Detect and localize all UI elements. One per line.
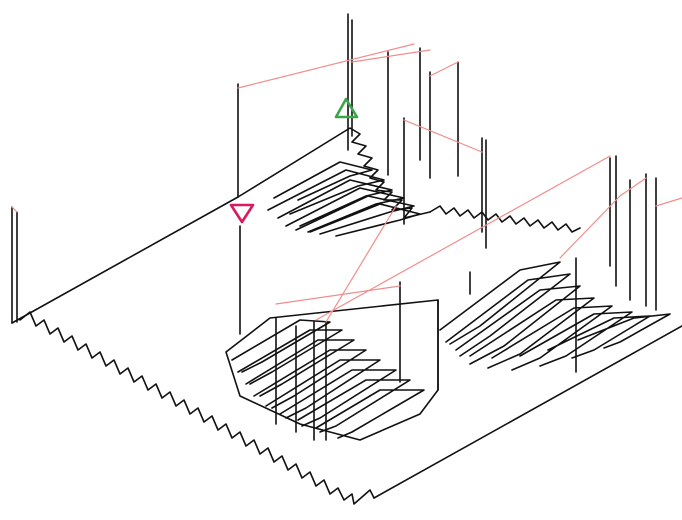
upper-pocket-contour — [237, 127, 431, 219]
lower-pocket-hatch — [231, 319, 425, 439]
perimeter-path — [11, 196, 682, 505]
travel-line-8 — [559, 195, 621, 259]
lower-pocket-outline — [225, 299, 439, 441]
travel-moves — [11, 43, 682, 323]
channel-slots — [429, 205, 581, 233]
perimeter-front-left-edge — [19, 311, 375, 505]
perimeter-left-plunge — [11, 206, 18, 324]
triangle-up-icon[interactable] — [334, 97, 359, 119]
triangle-down-icon[interactable] — [229, 203, 255, 224]
travel-line-3 — [429, 61, 459, 77]
travel-line-9 — [619, 177, 647, 197]
lower-pocket — [225, 155, 671, 441]
perimeter-back-edge — [11, 196, 239, 324]
travel-line-7 — [275, 285, 401, 305]
upper-pocket — [237, 13, 487, 249]
travel-line-6 — [315, 155, 611, 321]
lower-pocket-plunges — [239, 155, 657, 441]
travel-line-10 — [655, 197, 682, 207]
travel-line-5 — [325, 205, 397, 323]
lower-pocket-right-hatch — [439, 261, 671, 371]
upper-pocket-plunges — [237, 13, 487, 249]
travel-line-11 — [11, 206, 18, 213]
channel-path — [429, 205, 581, 233]
travel-line-2 — [351, 49, 431, 63]
upper-pocket-hatch — [267, 161, 421, 237]
perimeter-front-right-edge — [373, 325, 682, 499]
travel-line-1 — [237, 43, 415, 89]
travel-line-4 — [403, 119, 483, 153]
